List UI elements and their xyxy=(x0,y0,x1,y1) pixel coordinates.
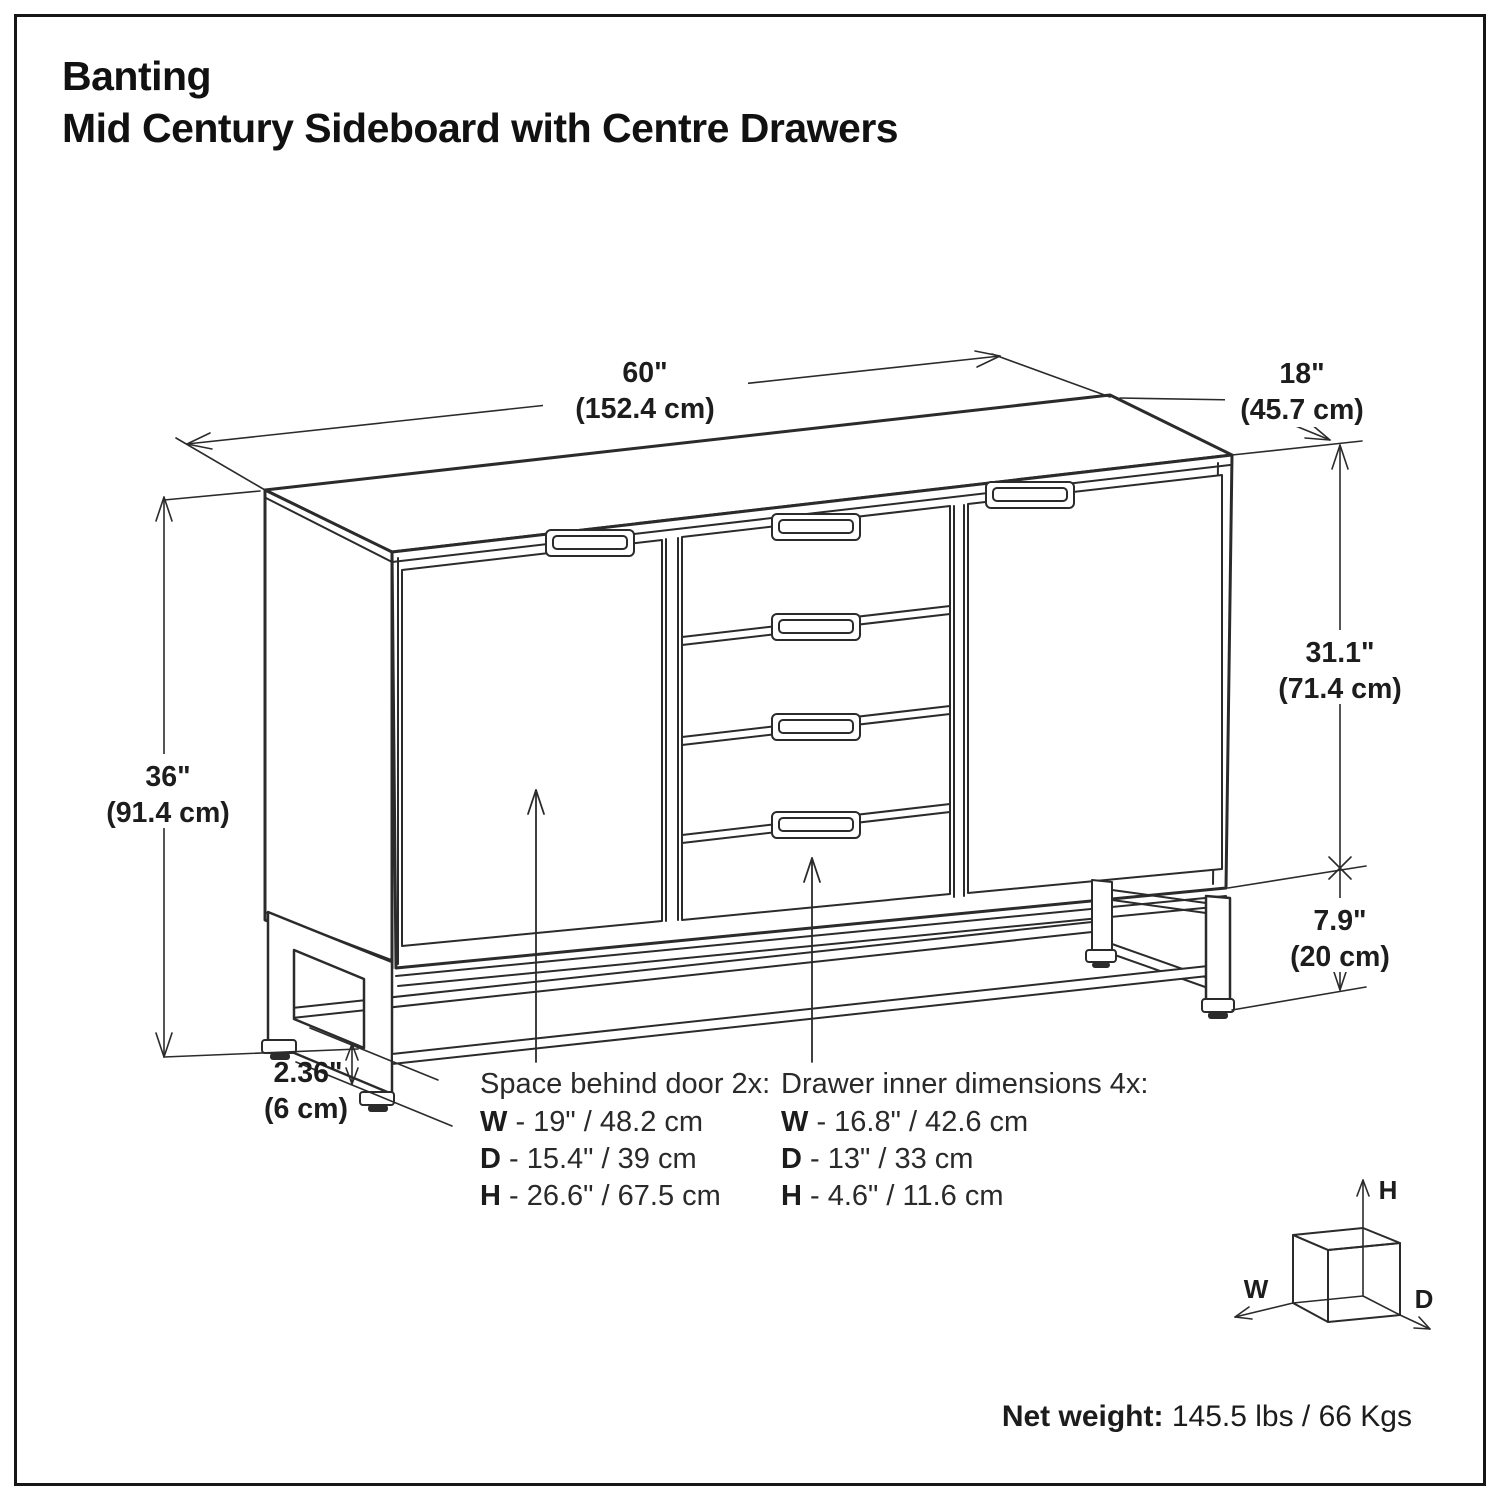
width-cm: (152.4 cm) xyxy=(575,393,714,425)
drawer-note-heading: Drawer inner dimensions 4x: xyxy=(781,1068,1149,1100)
dimension-depth: 18" (45.7 cm) xyxy=(1119,357,1390,456)
width-inches: 60" xyxy=(622,357,667,389)
cabinet-height-cm: (71.4 cm) xyxy=(1278,673,1402,705)
page-border xyxy=(14,14,1486,1486)
dimension-height: 36" (91.4 cm) xyxy=(98,490,359,1058)
drawer-leader-arrow xyxy=(803,857,821,1063)
drawer-note-row-d: D - 13" / 33 cm xyxy=(781,1143,974,1175)
drawer-note-row-h: H - 4.6" / 11.6 cm xyxy=(781,1180,1004,1212)
height-cm: (91.4 cm) xyxy=(106,797,230,829)
drawer-note-row-w: W - 16.8" / 42.6 cm xyxy=(781,1106,1029,1138)
drawer-handle-1 xyxy=(771,513,861,541)
dimension-leg-clearance: 2.36" (6 cm) xyxy=(264,1027,453,1127)
right-door xyxy=(967,474,1223,894)
axis-label-w: W xyxy=(1244,1274,1269,1304)
left-side-panel xyxy=(263,488,394,970)
net-weight-label: Net weight: xyxy=(1001,1400,1164,1433)
left-door xyxy=(401,539,663,947)
door-handle-left xyxy=(545,529,635,557)
leg-clearance-cm: (6 cm) xyxy=(264,1093,348,1125)
axis-cube-icon: H W D xyxy=(1234,1175,1434,1330)
dimension-base-height: 7.9" (20 cm) xyxy=(1231,867,1408,1011)
door-handle-right xyxy=(985,481,1075,509)
door-inner-dimensions-note: Space behind door 2x: W - 19" / 48.2 cm … xyxy=(480,1066,770,1215)
door-note-row-h: H - 26.6" / 67.5 cm xyxy=(480,1180,721,1212)
product-name: Banting xyxy=(62,53,212,99)
base-height-cm: (20 cm) xyxy=(1290,941,1390,973)
net-weight-value: 145.5 lbs / 66 Kgs xyxy=(1171,1400,1412,1433)
height-inches: 36" xyxy=(145,761,190,793)
drawer-handle-4 xyxy=(771,811,861,839)
door-note-row-w: W - 19" / 48.2 cm xyxy=(480,1106,704,1138)
door-note-row-d: D - 15.4" / 39 cm xyxy=(480,1143,697,1175)
depth-inches: 18" xyxy=(1279,358,1324,390)
product-description: Mid Century Sideboard with Centre Drawer… xyxy=(62,105,899,151)
drawer-handle-3 xyxy=(771,713,861,741)
leg-clearance-inches: 2.36" xyxy=(274,1057,343,1089)
door-leader-arrow xyxy=(527,789,545,1063)
drawer-handle-2 xyxy=(771,613,861,641)
axis-label-h: H xyxy=(1379,1175,1398,1205)
drawer-inner-dimensions-note: Drawer inner dimensions 4x: W - 16.8" / … xyxy=(781,1066,1148,1215)
door-note-heading: Space behind door 2x: xyxy=(480,1068,771,1100)
sideboard-drawing xyxy=(261,393,1235,1112)
base-height-inches: 7.9" xyxy=(1313,905,1366,937)
cabinet-height-inches: 31.1" xyxy=(1306,637,1375,669)
axis-label-d: D xyxy=(1415,1284,1434,1314)
net-weight: Net weight: 145.5 lbs / 66 Kgs xyxy=(1002,1400,1412,1434)
page-title: Banting Mid Century Sideboard with Centr… xyxy=(62,50,899,154)
dimension-width: 60" (152.4 cm) xyxy=(175,350,1111,491)
dimension-cabinet-height: 31.1" (71.4 cm) xyxy=(1227,444,1414,889)
depth-cm: (45.7 cm) xyxy=(1240,394,1364,426)
